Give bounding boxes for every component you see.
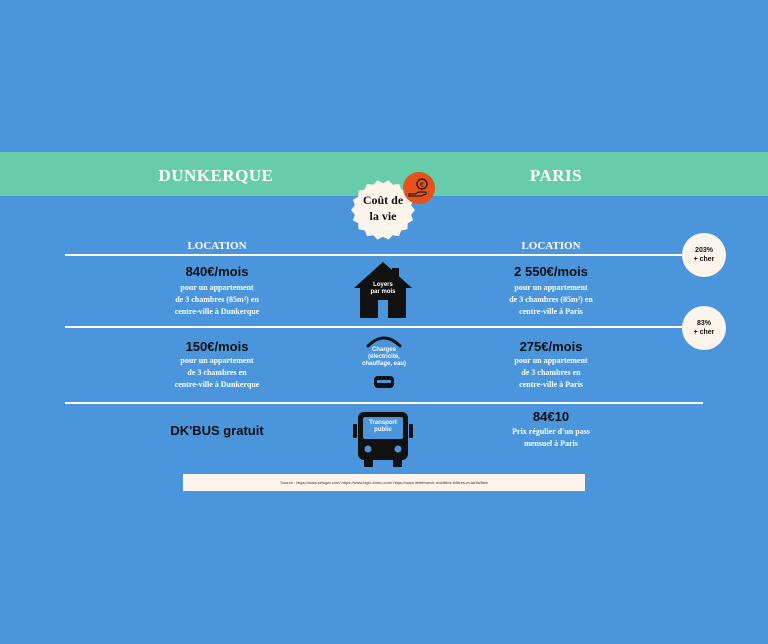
transport-dunkerque: DK'BUS gratuit: [170, 423, 264, 438]
location-heading-left: LOCATION: [187, 240, 247, 252]
house-icon-label-2: par mois: [370, 289, 396, 295]
source-footnote: Source : https://www.seloger.com/ https:…: [183, 474, 585, 491]
seal-shape: [351, 180, 415, 240]
svg-text:€: €: [420, 181, 424, 189]
charges-difference-badge: 83% + cher: [682, 306, 726, 350]
utilities-icon-label-2: (électricité,: [368, 354, 400, 360]
bus-icon-label-2: public: [374, 427, 392, 433]
rent-desc-dunkerque: pour un appartement de 3 chambres (85m²)…: [174, 283, 260, 316]
charges-price-paris: 275€/mois: [519, 339, 583, 354]
rent-desc-paris: pour un appartement de 3 chambres (85m²)…: [509, 283, 593, 316]
badge-line-2: la vie: [369, 209, 397, 223]
utilities-icon: Charges (électricité, chauffage, eau): [356, 332, 412, 392]
utilities-icon-label-3: chauffage, eau): [361, 361, 406, 367]
divider-2: [65, 326, 703, 328]
house-icon-label-1: Loyers: [373, 282, 393, 288]
transport-price-paris: 84€10: [532, 409, 570, 424]
charges-price-dunkerque: 150€/mois: [185, 339, 249, 354]
location-heading-right: LOCATION: [521, 240, 581, 252]
bus-icon-label-1: Transport: [369, 420, 397, 426]
utilities-icon-label-1: Charges: [371, 347, 396, 353]
house-icon: Loyers par mois: [352, 260, 414, 320]
charges-desc-paris: pour un appartement de 3 chambres en cen…: [514, 356, 588, 389]
city-title-dunkerque: DUNKERQUE: [158, 166, 274, 185]
divider-3: [65, 402, 703, 404]
rent-price-paris: 2 550€/mois: [514, 264, 588, 279]
rent-difference-badge: 203% + cher: [682, 233, 726, 277]
cost-of-living-badge: Coût de la vie: [348, 180, 418, 240]
bus-icon: Transport public: [353, 410, 413, 468]
charges-desc-dunkerque: pour un appartement de 3 chambres en cen…: [174, 356, 260, 389]
transport-desc-paris: Prix régulier d'un pass mensuel à Paris: [512, 427, 590, 448]
city-title-paris: PARIS: [529, 166, 583, 185]
divider-1: [65, 254, 703, 256]
badge-line-1: Coût de: [362, 193, 404, 207]
money-hand-icon: €: [403, 172, 435, 204]
rent-price-dunkerque: 840€/mois: [185, 264, 249, 279]
